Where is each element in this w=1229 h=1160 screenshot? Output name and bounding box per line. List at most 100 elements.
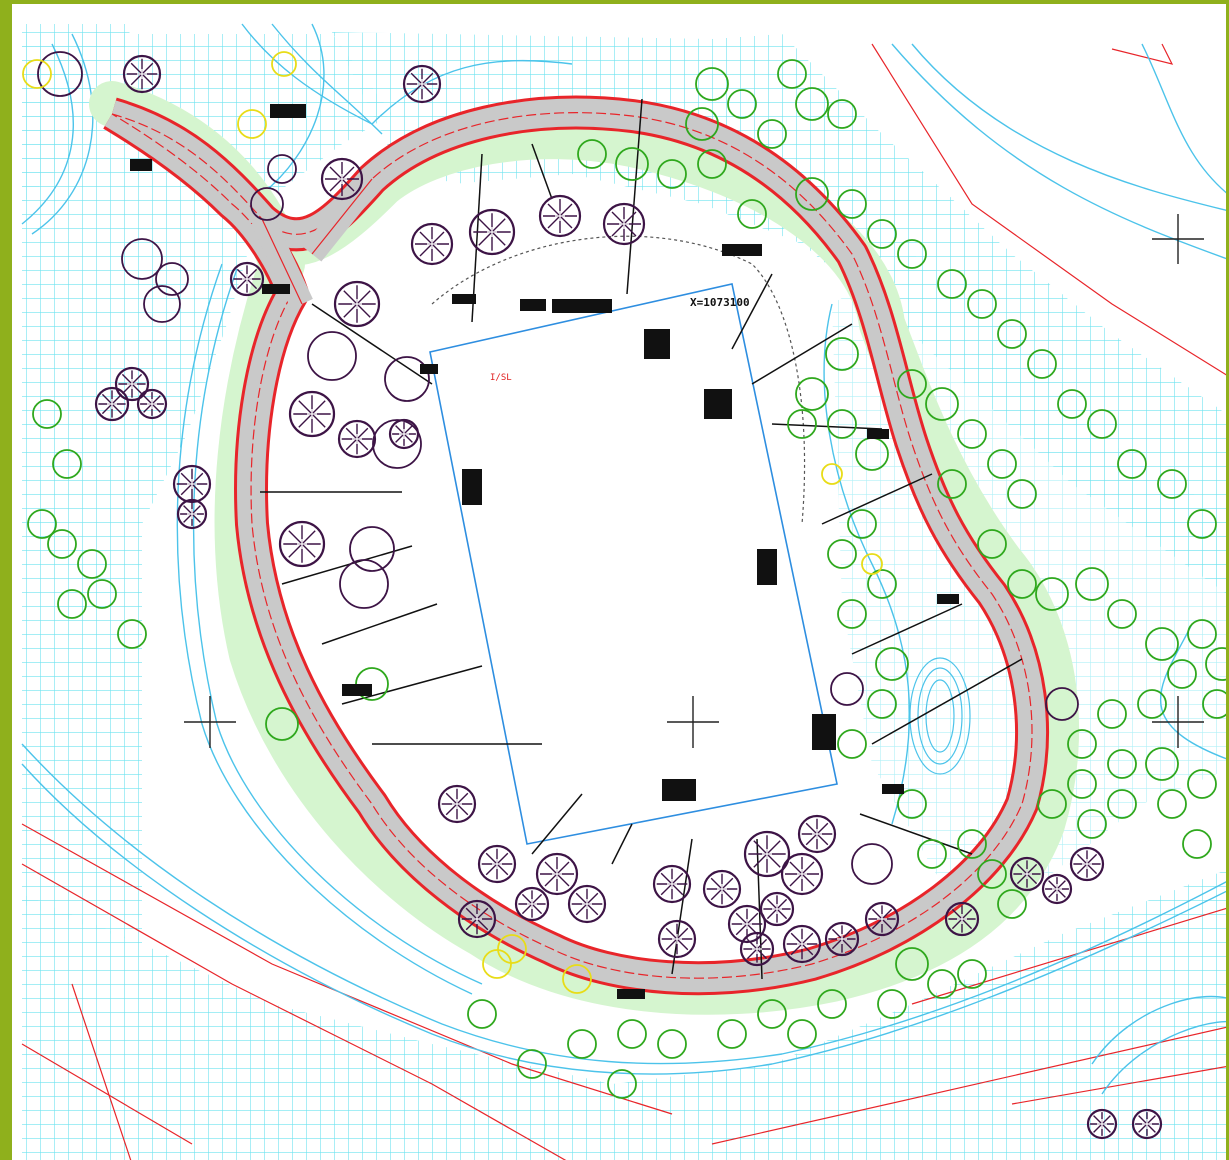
tree-symbol	[780, 852, 824, 896]
contour-lines	[21, 23, 1226, 1095]
tree-symbol	[657, 1029, 687, 1059]
tree-symbol	[827, 99, 857, 129]
tree-symbol	[121, 238, 163, 280]
tree-symbol	[717, 1019, 747, 1049]
tree-symbol	[1067, 769, 1097, 799]
site-plan: X=1073100 I/SL	[21, 23, 1226, 1160]
tree-symbol	[1041, 873, 1073, 905]
tree-symbol	[1035, 577, 1069, 611]
tree-symbol	[977, 859, 1007, 889]
tree-symbol	[514, 886, 550, 922]
tree-symbol	[743, 830, 791, 878]
tree-symbol	[562, 964, 592, 994]
tree-symbol	[1009, 856, 1045, 892]
tree-symbol	[176, 498, 208, 530]
tree-symbol	[278, 520, 326, 568]
tree-label-tag	[644, 329, 670, 359]
tree-symbols	[22, 51, 1226, 1140]
tree-label-tag	[262, 284, 290, 294]
tree-symbol	[1087, 409, 1117, 439]
tree-symbol	[57, 589, 87, 619]
tree-symbol	[1075, 567, 1109, 601]
tree-symbol	[1145, 627, 1179, 661]
tree-symbol	[1205, 647, 1226, 681]
tree-symbol	[787, 409, 817, 439]
tree-symbol	[877, 989, 907, 1019]
tree-symbol	[1057, 389, 1087, 419]
tree-symbol	[437, 784, 477, 824]
tree-symbol	[1117, 449, 1147, 479]
tree-symbol	[1037, 789, 1067, 819]
tree-symbol	[967, 289, 997, 319]
tree-symbol	[875, 647, 909, 681]
tree-symbol	[339, 559, 389, 609]
tree-symbol	[32, 399, 62, 429]
tree-symbol	[895, 947, 929, 981]
tree-symbol	[824, 921, 860, 957]
tree-symbol	[265, 707, 299, 741]
tree-symbol	[288, 390, 336, 438]
tree-symbol	[837, 729, 867, 759]
tree-symbol	[1027, 349, 1057, 379]
tree-symbol	[349, 526, 395, 572]
property-lines	[21, 43, 1226, 1160]
tree-symbol	[795, 377, 829, 411]
tree-label-tag	[130, 159, 152, 171]
tree-label-tag	[882, 784, 904, 794]
tree-symbol	[77, 549, 107, 579]
tree-symbol	[617, 1019, 647, 1049]
site-boundary	[429, 283, 838, 845]
tree-symbol	[867, 689, 897, 719]
tree-symbol	[457, 899, 497, 939]
tree-symbol	[143, 285, 181, 323]
tree-symbol	[1107, 789, 1137, 819]
tree-symbol	[1045, 687, 1079, 721]
tree-symbol	[1167, 659, 1197, 689]
tree-symbol	[737, 199, 767, 229]
tree-symbol	[1077, 809, 1107, 839]
tree-symbol	[1067, 729, 1097, 759]
tree-symbol	[27, 509, 57, 539]
tree-symbol	[727, 904, 767, 944]
tree-symbol	[1107, 599, 1137, 629]
tree-symbol	[517, 1049, 547, 1079]
tree-symbol	[695, 67, 729, 101]
tree-symbol	[229, 261, 265, 297]
walking-loop	[103, 95, 1049, 996]
crosshair-marks	[184, 214, 1204, 748]
tree-symbol	[468, 208, 516, 256]
tree-symbol	[897, 789, 927, 819]
tree-symbol	[117, 619, 147, 649]
tree-symbol	[1107, 749, 1137, 779]
tree-symbol	[602, 202, 646, 246]
tree-symbol	[851, 843, 893, 885]
tree-symbol	[172, 464, 212, 504]
tree-symbol	[267, 154, 297, 184]
tree-symbol	[497, 934, 527, 964]
tree-symbol	[827, 539, 857, 569]
tree-symbol	[759, 891, 795, 927]
tree-symbol	[87, 579, 117, 609]
tree-symbol	[615, 147, 649, 181]
tree-symbol	[607, 1069, 637, 1099]
tree-symbol	[957, 829, 987, 859]
tree-symbol	[937, 269, 967, 299]
tree-symbol	[867, 569, 897, 599]
tree-symbol	[782, 924, 822, 964]
tree-symbol	[538, 194, 582, 238]
tree-symbol	[52, 449, 82, 479]
tree-symbol	[567, 1029, 597, 1059]
tree-symbol	[837, 189, 867, 219]
tree-symbol	[114, 366, 150, 402]
tree-symbol	[467, 999, 497, 1029]
tree-symbol	[535, 852, 579, 896]
tree-symbol	[697, 149, 727, 179]
tree-symbol	[997, 319, 1027, 349]
tree-symbol	[1137, 689, 1167, 719]
tree-symbol	[797, 814, 837, 854]
tree-symbol	[727, 89, 757, 119]
tree-symbol	[652, 864, 692, 904]
tree-symbol	[136, 388, 168, 420]
tree-label-tag	[462, 469, 482, 505]
tree-symbol	[685, 107, 719, 141]
